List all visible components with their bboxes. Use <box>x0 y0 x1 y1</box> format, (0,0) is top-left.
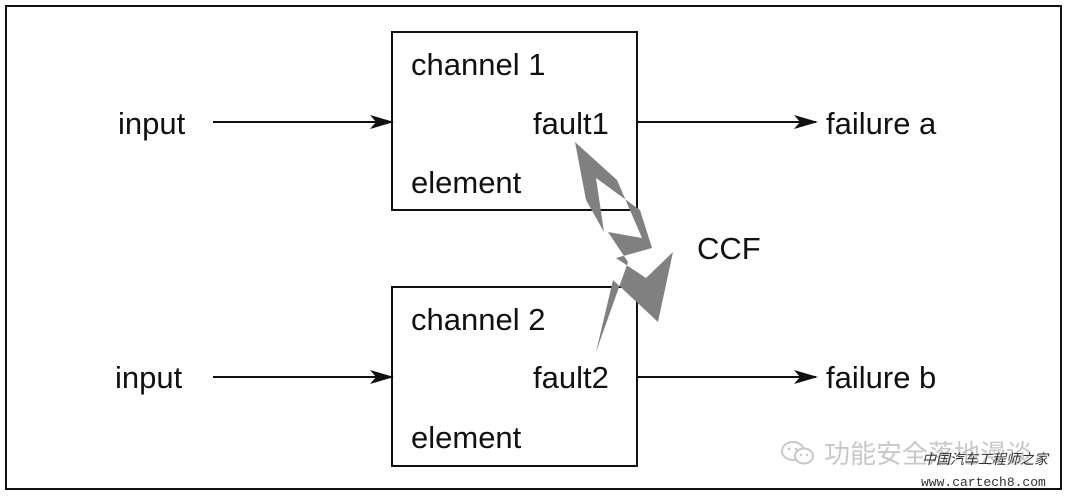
watermark-site-name: 中国汽车工程师之家 <box>922 452 1048 468</box>
wechat-icon <box>781 440 814 464</box>
channel2-element-label: element <box>411 420 522 455</box>
channel1-element-label: element <box>411 165 522 200</box>
channel2-input-label: input <box>115 360 183 395</box>
channel1-output-label: failure a <box>826 106 937 141</box>
watermark-account-name: 功能安全落地漫谈 <box>824 439 1033 469</box>
channel1-title: channel 1 <box>411 47 546 82</box>
diagram-frame <box>5 5 1062 490</box>
channel2-output-label: failure b <box>826 360 937 395</box>
channel1-input-label: input <box>118 106 186 141</box>
channel2-title: channel 2 <box>411 302 546 337</box>
watermark: 功能安全落地漫谈 <box>780 434 1032 471</box>
ccf-lightning-icon <box>575 142 673 352</box>
channel1-fault-label: fault1 <box>533 106 609 141</box>
watermark-site-url: www.cartech8.com <box>921 475 1046 490</box>
channel2-fault-label: fault2 <box>533 360 609 395</box>
ccf-label: CCF <box>697 231 761 266</box>
